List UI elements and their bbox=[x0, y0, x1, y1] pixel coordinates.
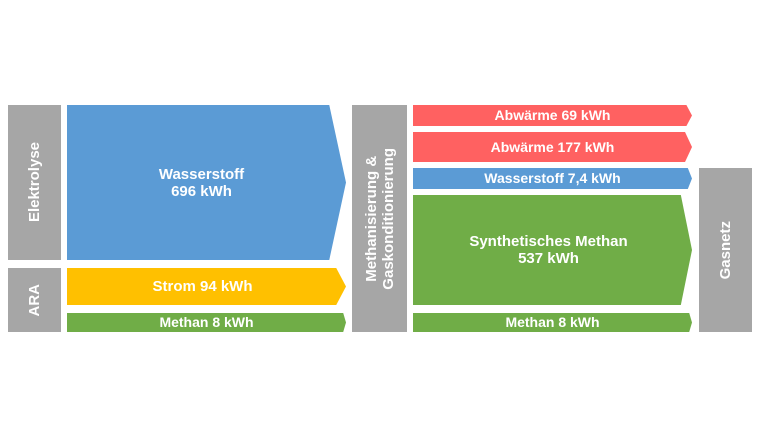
wasserstoff-output-flow: Wasserstoff 7,4 kWh bbox=[413, 168, 692, 189]
abwaerme-69-flow: Abwärme 69 kWh bbox=[413, 105, 692, 126]
elektrolyse-label: Elektrolyse bbox=[26, 142, 43, 223]
abwaerme-177-label: Abwärme 177 kWh bbox=[490, 138, 615, 155]
methanisierung-node: Methanisierung & Gaskonditionierung bbox=[352, 105, 407, 332]
methan-output-flow: Methan 8 kWh bbox=[413, 313, 692, 332]
methan-output-label: Methan 8 kWh bbox=[505, 314, 600, 330]
methan-input-flow: Methan 8 kWh bbox=[67, 313, 346, 332]
synthetisches-methan-value: 537 kWh bbox=[518, 250, 579, 267]
methan-input-label: Methan 8 kWh bbox=[159, 314, 254, 330]
strom-input-flow: Strom 94 kWh bbox=[67, 268, 346, 305]
abwaerme-69-label: Abwärme 69 kWh bbox=[494, 107, 611, 123]
methanisierung-label-line2: Gaskonditionierung bbox=[379, 147, 397, 290]
wasserstoff-output-label: Wasserstoff 7,4 kWh bbox=[484, 170, 621, 186]
methanisierung-label: Methanisierung & Gaskonditionierung bbox=[363, 148, 397, 290]
wasserstoff-input-value: 696 kWh bbox=[171, 182, 232, 200]
gasnetz-node: Gasnetz bbox=[699, 168, 752, 332]
wasserstoff-input-flow: Wasserstoff 696 kWh bbox=[67, 105, 346, 260]
gasnetz-label: Gasnetz bbox=[717, 220, 734, 280]
methanisierung-label-line1: Methanisierung & bbox=[362, 155, 380, 282]
strom-input-label: Strom 94 kWh bbox=[152, 278, 253, 295]
elektrolyse-node: Elektrolyse bbox=[8, 105, 61, 260]
wasserstoff-input-label: Wasserstoff bbox=[158, 165, 245, 183]
abwaerme-177-flow: Abwärme 177 kWh bbox=[413, 132, 692, 162]
synthetisches-methan-flow: Synthetisches Methan 537 kWh bbox=[413, 195, 692, 305]
ara-node: ARA bbox=[8, 268, 61, 332]
synthetisches-methan-label: Synthetisches Methan bbox=[469, 233, 628, 250]
ara-label: ARA bbox=[26, 283, 43, 317]
